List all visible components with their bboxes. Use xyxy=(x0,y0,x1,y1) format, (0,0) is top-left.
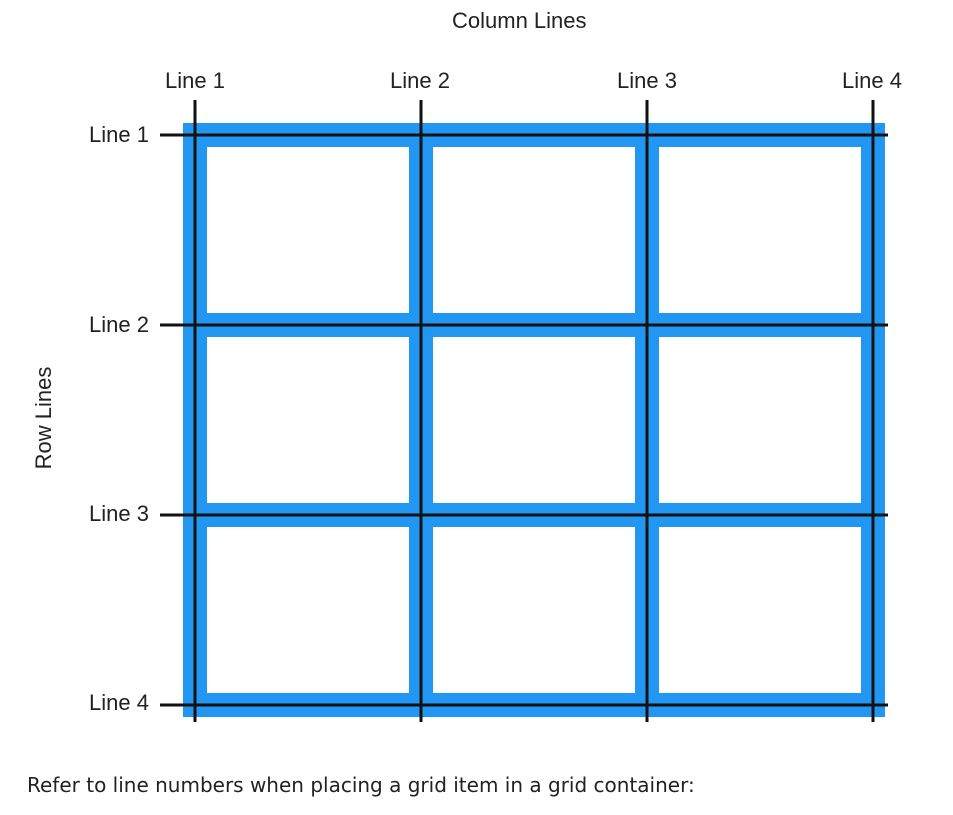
grid-cell-r1-c1 xyxy=(207,147,409,313)
column-line-3-label: Line 3 xyxy=(617,68,677,93)
row-line-1-label: Line 1 xyxy=(89,122,149,147)
grid-lines-diagram: Column Lines Row Lines Line 1 Line 2 Lin… xyxy=(31,8,902,722)
column-line-4-label: Line 4 xyxy=(842,68,902,93)
row-lines-title: Row Lines xyxy=(31,366,56,470)
column-line-1-label: Line 1 xyxy=(165,68,225,93)
row-line-4-label: Line 4 xyxy=(89,690,149,715)
caption-text: Refer to line numbers when placing a gri… xyxy=(27,773,695,797)
grid-cell-r1-c2 xyxy=(433,147,635,313)
column-lines-title: Column Lines xyxy=(452,8,587,33)
grid-cell-r3-c1 xyxy=(207,527,409,693)
column-line-2-label: Line 2 xyxy=(390,68,450,93)
grid-cell-r3-c3 xyxy=(659,527,861,693)
grid-cell-r2-c1 xyxy=(207,337,409,503)
row-line-3-label: Line 3 xyxy=(89,501,149,526)
row-line-2-label: Line 2 xyxy=(89,312,149,337)
grid-cell-r1-c3 xyxy=(659,147,861,313)
grid-cell-r2-c2 xyxy=(433,337,635,503)
grid-cell-r2-c3 xyxy=(659,337,861,503)
grid-svg xyxy=(160,100,888,722)
grid-cell-r3-c2 xyxy=(433,527,635,693)
